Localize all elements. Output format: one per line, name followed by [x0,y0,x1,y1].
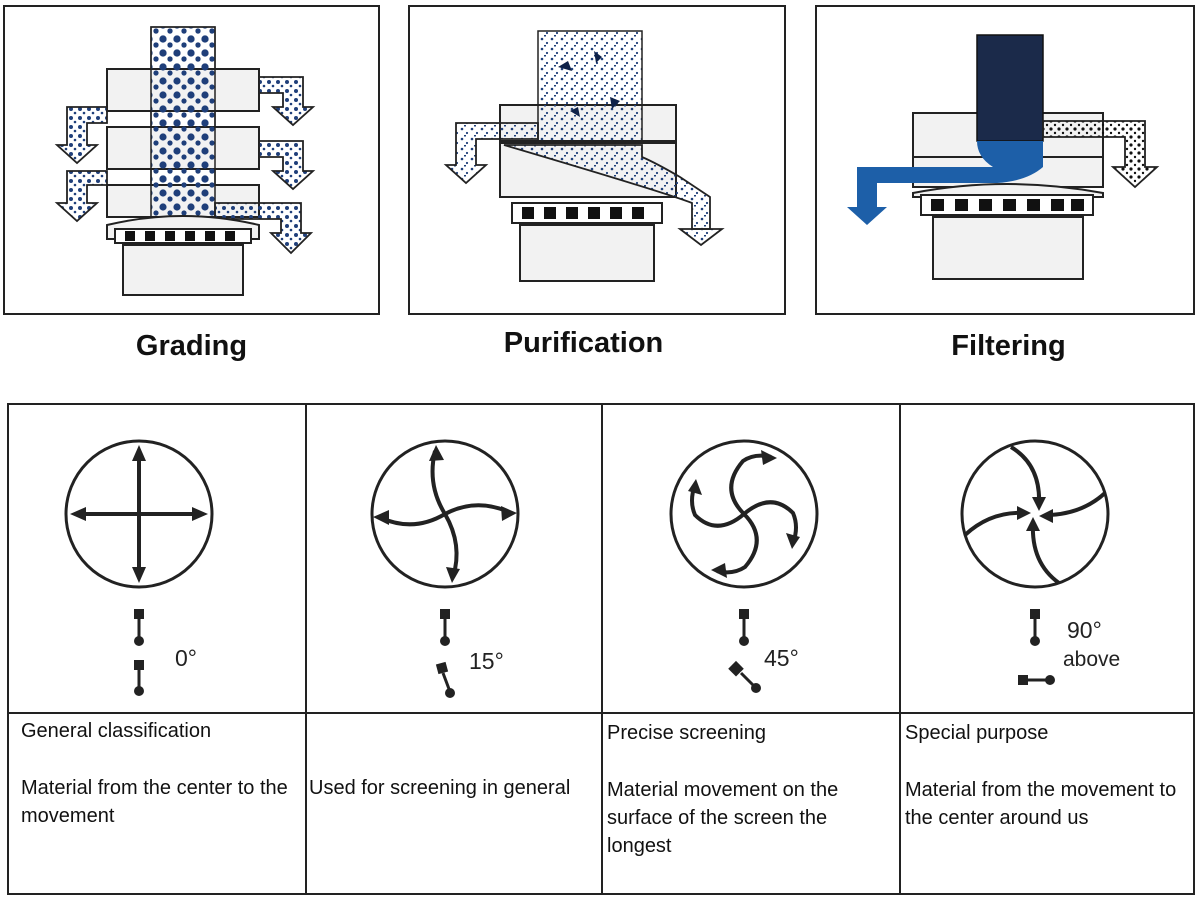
mode-90-title: Special purpose [905,722,1049,744]
outward-cross-icon [64,439,214,696]
grading-caption: Grading [135,330,248,362]
filtering-panel [815,5,1195,315]
column-divider [305,405,307,893]
grading-diagram [54,26,316,296]
mode-45-angle: 45° [764,645,799,671]
mode-15-cell [307,405,601,712]
purification-caption: Purification [503,327,664,359]
mode-0-cell [9,405,305,712]
inward-swirl-icon [960,439,1110,685]
light-swirl-icon [370,439,520,698]
column-divider [899,405,901,893]
mode-90-angle-note: above [1063,648,1121,671]
mode-0-description: Material from the center to the movement [21,777,288,827]
filtering-diagram [847,34,1160,280]
mode-45-description: Material movement on the surface of the … [607,779,839,857]
purification-panel [408,5,786,315]
mode-90-angle: 90° [1067,617,1102,643]
mode-90-cell [901,405,1195,712]
mode-90-description: Material from the movement to the center… [905,779,1177,829]
mode-45-cell [603,405,899,712]
column-divider [601,405,603,893]
mode-45-title: Precise screening [607,722,766,744]
mode-15-description: Used for screening in general [309,777,571,799]
row-divider [9,712,1193,714]
mode-0-title: General classification [21,720,212,742]
motion-mode-table: 0° 15° [7,403,1195,895]
grading-panel [3,5,380,315]
strong-swirl-icon [669,439,819,693]
filtering-caption: Filtering [951,330,1066,362]
purification-diagram [443,30,725,282]
mode-15-angle: 15° [469,648,504,674]
mode-0-angle: 0° [175,645,197,671]
